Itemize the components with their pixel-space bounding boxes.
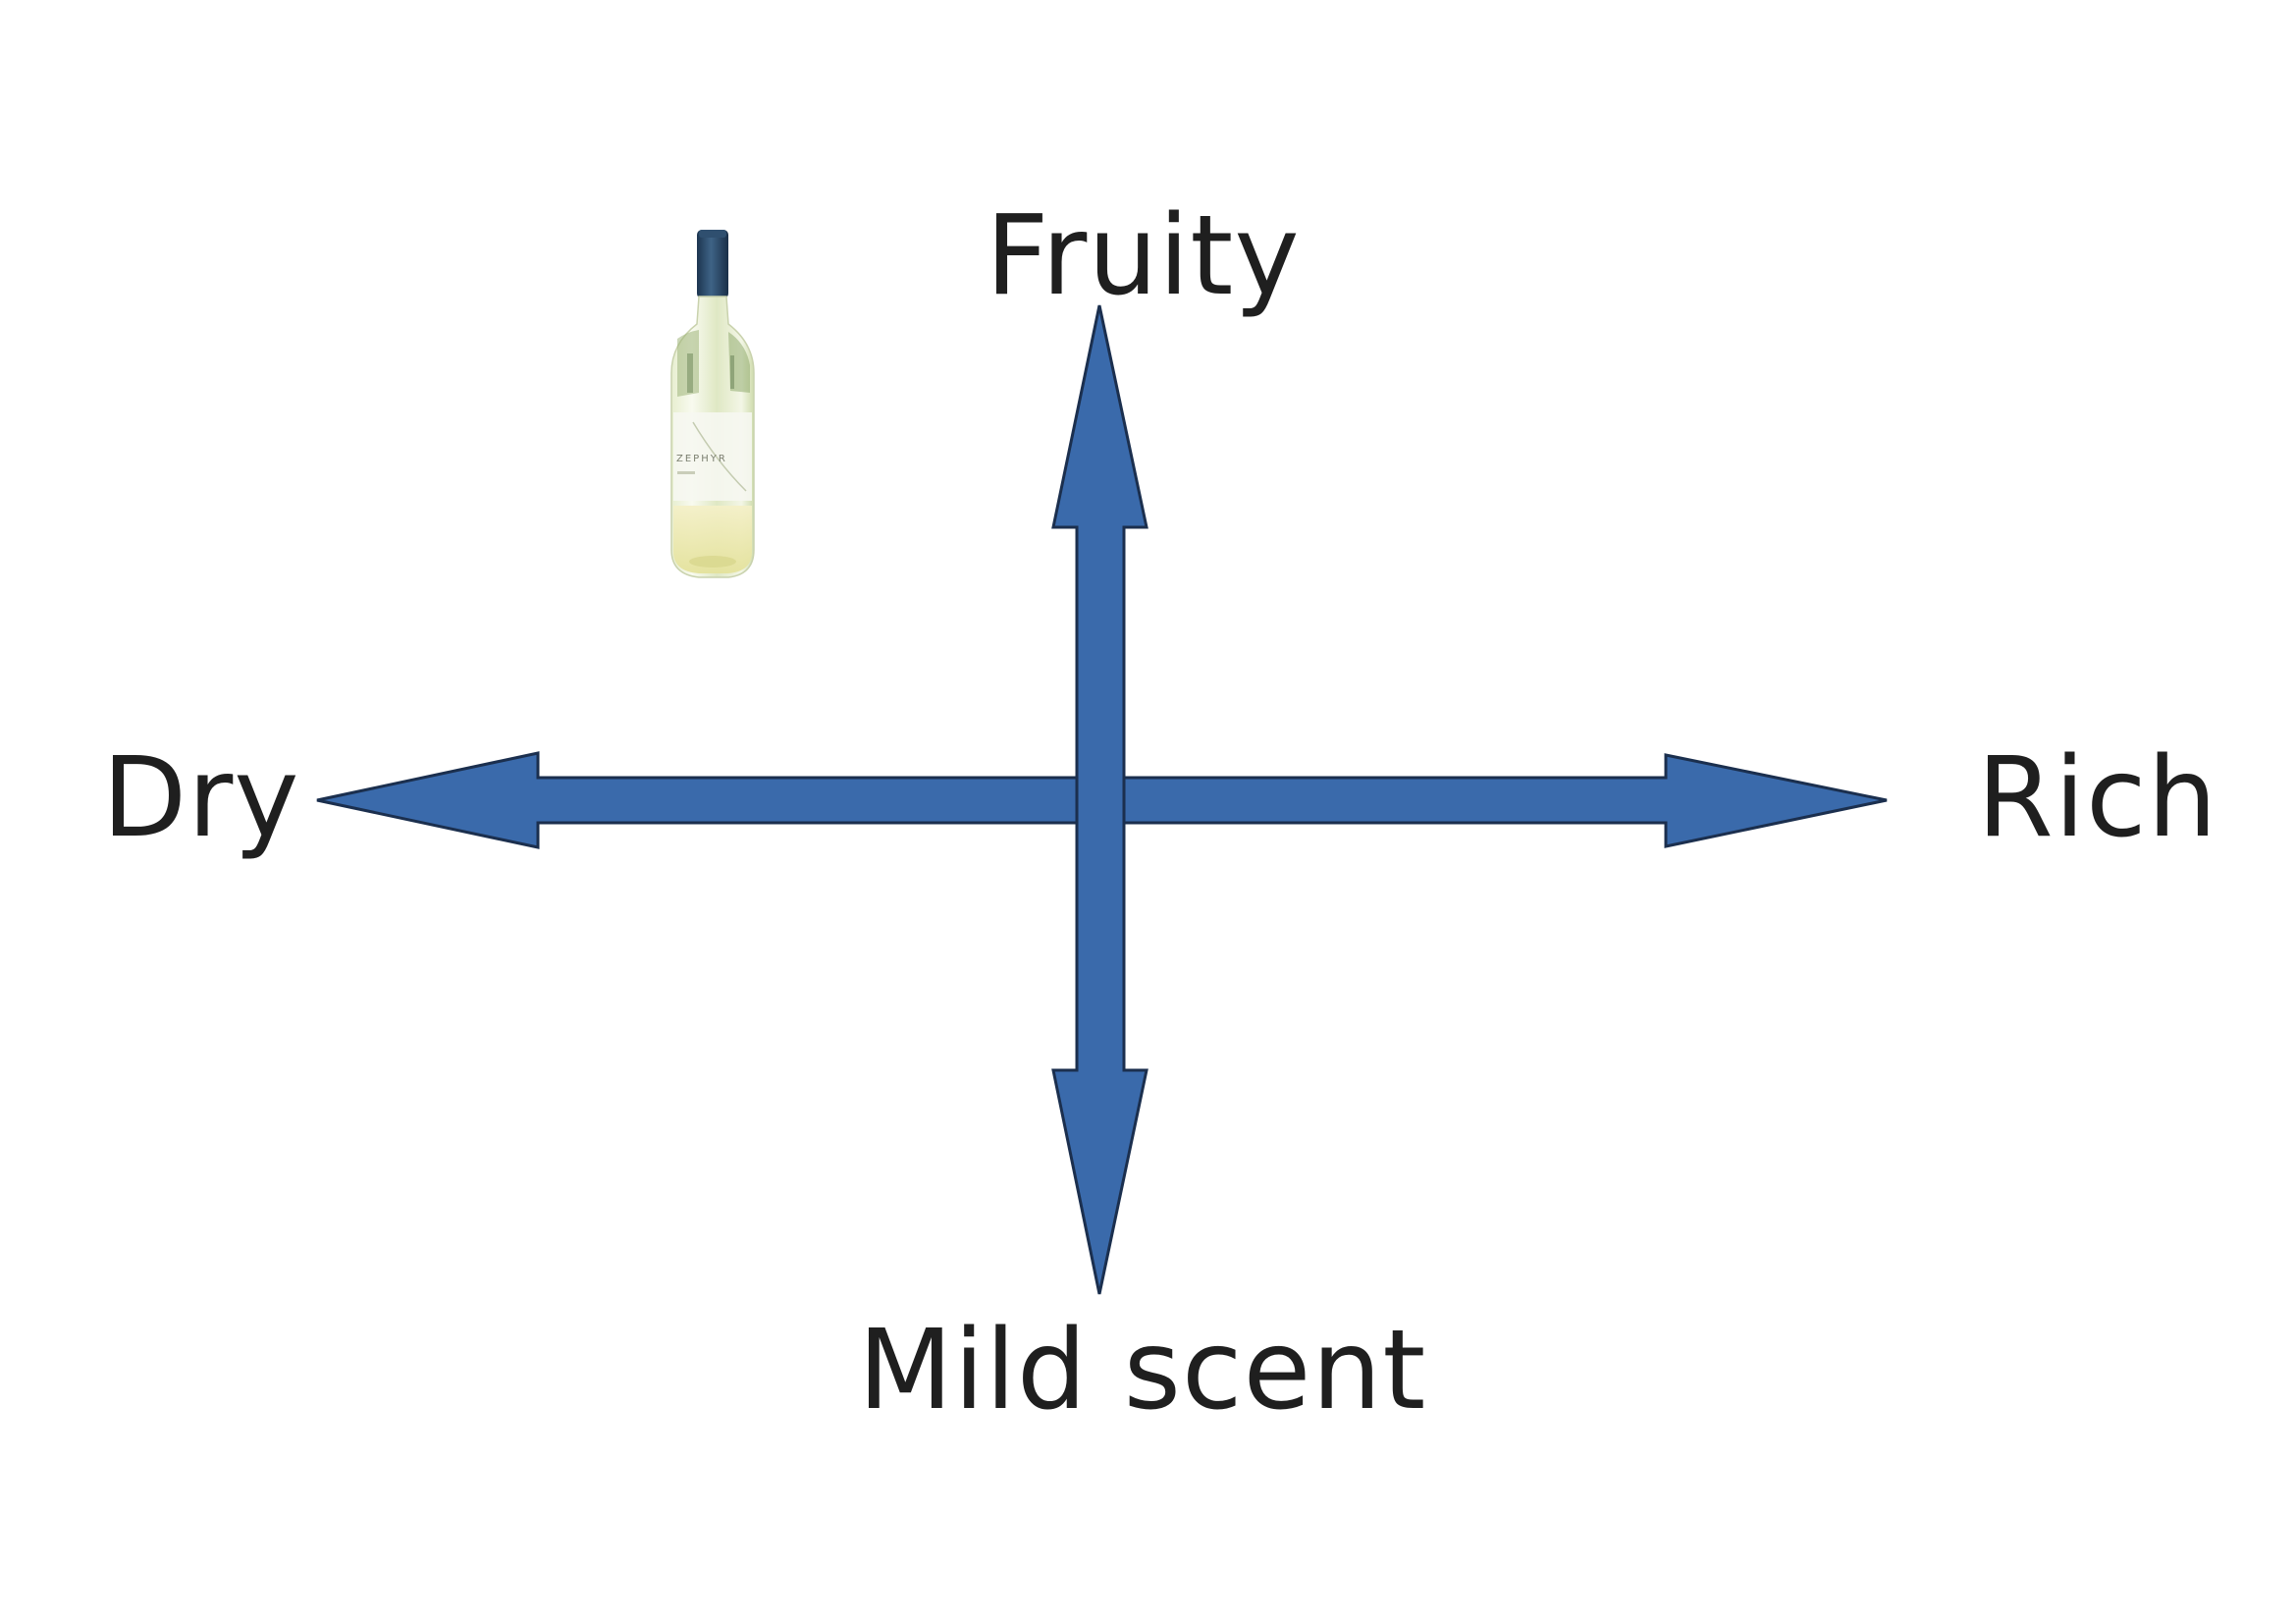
wine-bottle-image: ZEPHYR <box>670 230 755 578</box>
axis-label-left: Dry <box>102 734 300 862</box>
bottle-label-text: ZEPHYR <box>676 454 727 464</box>
vertical-double-arrow <box>1051 304 1148 1295</box>
axis-label-right: Rich <box>1977 734 2218 862</box>
axis-label-bottom: Mild scent <box>858 1307 1427 1434</box>
axis-label-top: Fruity <box>986 192 1301 320</box>
